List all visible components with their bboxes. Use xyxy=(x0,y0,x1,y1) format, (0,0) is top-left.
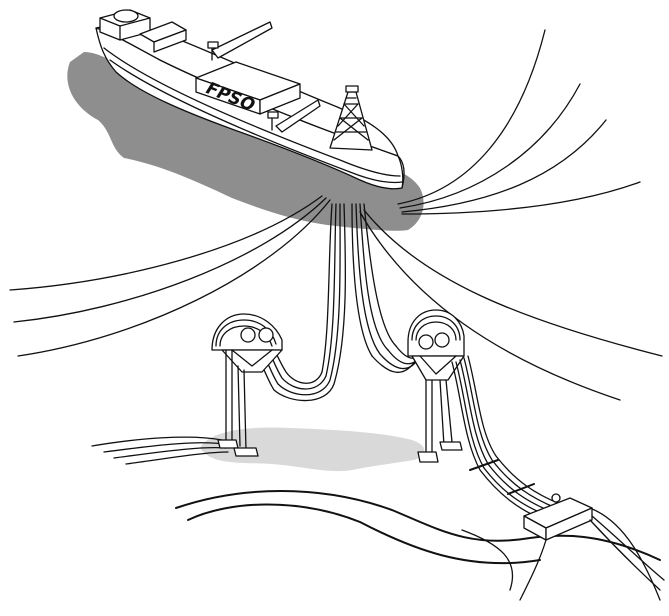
risers-central xyxy=(322,204,396,384)
subsea-manifold xyxy=(520,494,664,600)
seabed-shadow xyxy=(200,428,424,472)
mooring-lines-right xyxy=(398,30,640,214)
mooring-lines-right-mid xyxy=(360,210,662,400)
mooring-lines-left xyxy=(10,196,330,356)
right-arch xyxy=(408,310,464,462)
flowlines-to-manifold xyxy=(452,356,560,520)
